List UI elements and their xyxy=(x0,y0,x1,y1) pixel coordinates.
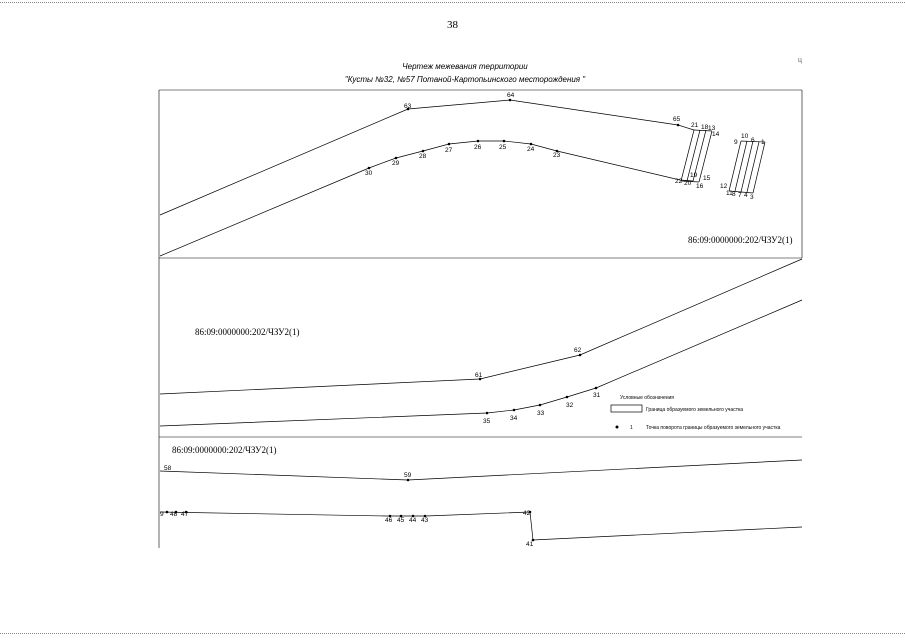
panel-frames xyxy=(158,89,803,548)
scan-edge-top xyxy=(0,2,905,6)
legend-item-point-number: 1 xyxy=(630,425,633,431)
point-label: 58 xyxy=(164,465,172,472)
point-label: 48 xyxy=(170,511,178,518)
point-label: 15 xyxy=(703,175,711,182)
point-label: 28 xyxy=(419,153,427,160)
point-label: 64 xyxy=(507,92,515,99)
point-label: 59 xyxy=(404,472,412,479)
panel-3-point-labels: 58 59 9 48 47 46 45 44 43 42 41 xyxy=(160,465,534,548)
panel-3-boundaries xyxy=(159,459,803,541)
point-label: 21 xyxy=(691,122,699,129)
cadastral-label-3: 86:09:0000000:202/ЧЗУ2(1) xyxy=(172,445,277,455)
point-label: 46 xyxy=(385,517,393,524)
point-label: 20 xyxy=(684,180,692,187)
point-label: 27 xyxy=(445,147,453,154)
panel-2-boundaries xyxy=(159,258,803,427)
upper-boundary-1 xyxy=(159,99,695,216)
corner-mark: ц xyxy=(798,57,803,64)
panel-2-vertices xyxy=(478,353,598,415)
point-label: 12 xyxy=(720,183,728,190)
legend-item-point: Точка поворота границы образуемого земел… xyxy=(646,425,781,431)
point-label: 30 xyxy=(365,170,373,177)
point-label: 16 xyxy=(696,183,704,190)
legend: Условные обозначения Граница образуемого… xyxy=(610,395,781,431)
point-label: 35 xyxy=(483,418,491,425)
point-label: 31 xyxy=(593,392,601,399)
lower-boundary-1 xyxy=(159,140,694,257)
point-label: 41 xyxy=(526,541,534,548)
legend-point-swatch xyxy=(615,425,619,429)
upper-boundary-3 xyxy=(159,459,803,481)
point-label: 13 xyxy=(708,125,716,132)
point-label: 45 xyxy=(397,517,405,524)
panel-2-point-labels: 61 62 35 34 33 32 31 xyxy=(475,347,601,425)
legend-boundary-swatch xyxy=(610,404,643,413)
point-label: 19 xyxy=(690,172,698,179)
point-label: 26 xyxy=(474,144,482,151)
point-label: 42 xyxy=(523,510,531,517)
panel-1-point-labels: 63 64 65 21 18 13 14 10 9 6 1 30 29 28 2… xyxy=(365,92,765,201)
point-label: 29 xyxy=(392,160,400,167)
point-label: 4 xyxy=(744,192,748,199)
point-label: 62 xyxy=(574,347,582,354)
drawing-title: Чертеж межевания территории xyxy=(402,62,528,71)
point-label: 61 xyxy=(475,372,483,379)
point-label: 47 xyxy=(181,511,189,518)
legend-item-boundary: Граница образуемого земельного участка xyxy=(646,407,743,413)
page-number: 38 xyxy=(447,19,458,31)
upper-boundary-2 xyxy=(159,258,803,395)
legend-title: Условные обозначения xyxy=(620,395,674,401)
point-label: 14 xyxy=(712,131,720,138)
point-label: 3 xyxy=(750,194,754,201)
point-label: 44 xyxy=(409,517,417,524)
point-label: 7 xyxy=(738,192,742,199)
point-label: 65 xyxy=(673,116,681,123)
point-label: 34 xyxy=(510,415,518,422)
point-label: 1 xyxy=(761,139,765,146)
scan-edge-bottom xyxy=(0,633,905,637)
cadastral-label-1: 86:09:0000000:202/ЧЗУ2(1) xyxy=(688,235,793,245)
point-label: 33 xyxy=(537,410,545,417)
point-label: 18 xyxy=(701,124,709,131)
panel-3-vertices xyxy=(165,478,535,542)
point-label: 22 xyxy=(675,178,683,185)
point-label: 43 xyxy=(421,517,429,524)
point-label: 10 xyxy=(741,133,749,140)
point-label: 9 xyxy=(160,511,164,518)
cadastral-label-2: 86:09:0000000:202/ЧЗУ2(1) xyxy=(195,327,300,337)
panel-1-boundaries xyxy=(159,99,766,257)
point-label: 8 xyxy=(732,191,736,198)
point-label: 11 xyxy=(726,190,733,197)
point-label: 23 xyxy=(553,152,561,159)
point-label: 63 xyxy=(404,103,412,110)
point-label: 9 xyxy=(734,139,738,146)
lower-boundary-3 xyxy=(159,511,803,541)
point-label: 6 xyxy=(751,137,755,144)
point-label: 25 xyxy=(499,144,507,151)
panel-1-vertices xyxy=(367,98,680,170)
point-label: 32 xyxy=(566,402,574,409)
point-label: 24 xyxy=(527,146,535,153)
drawing-subtitle: "Кусты №32, №57 Потаной-Картопьинского м… xyxy=(344,75,586,84)
